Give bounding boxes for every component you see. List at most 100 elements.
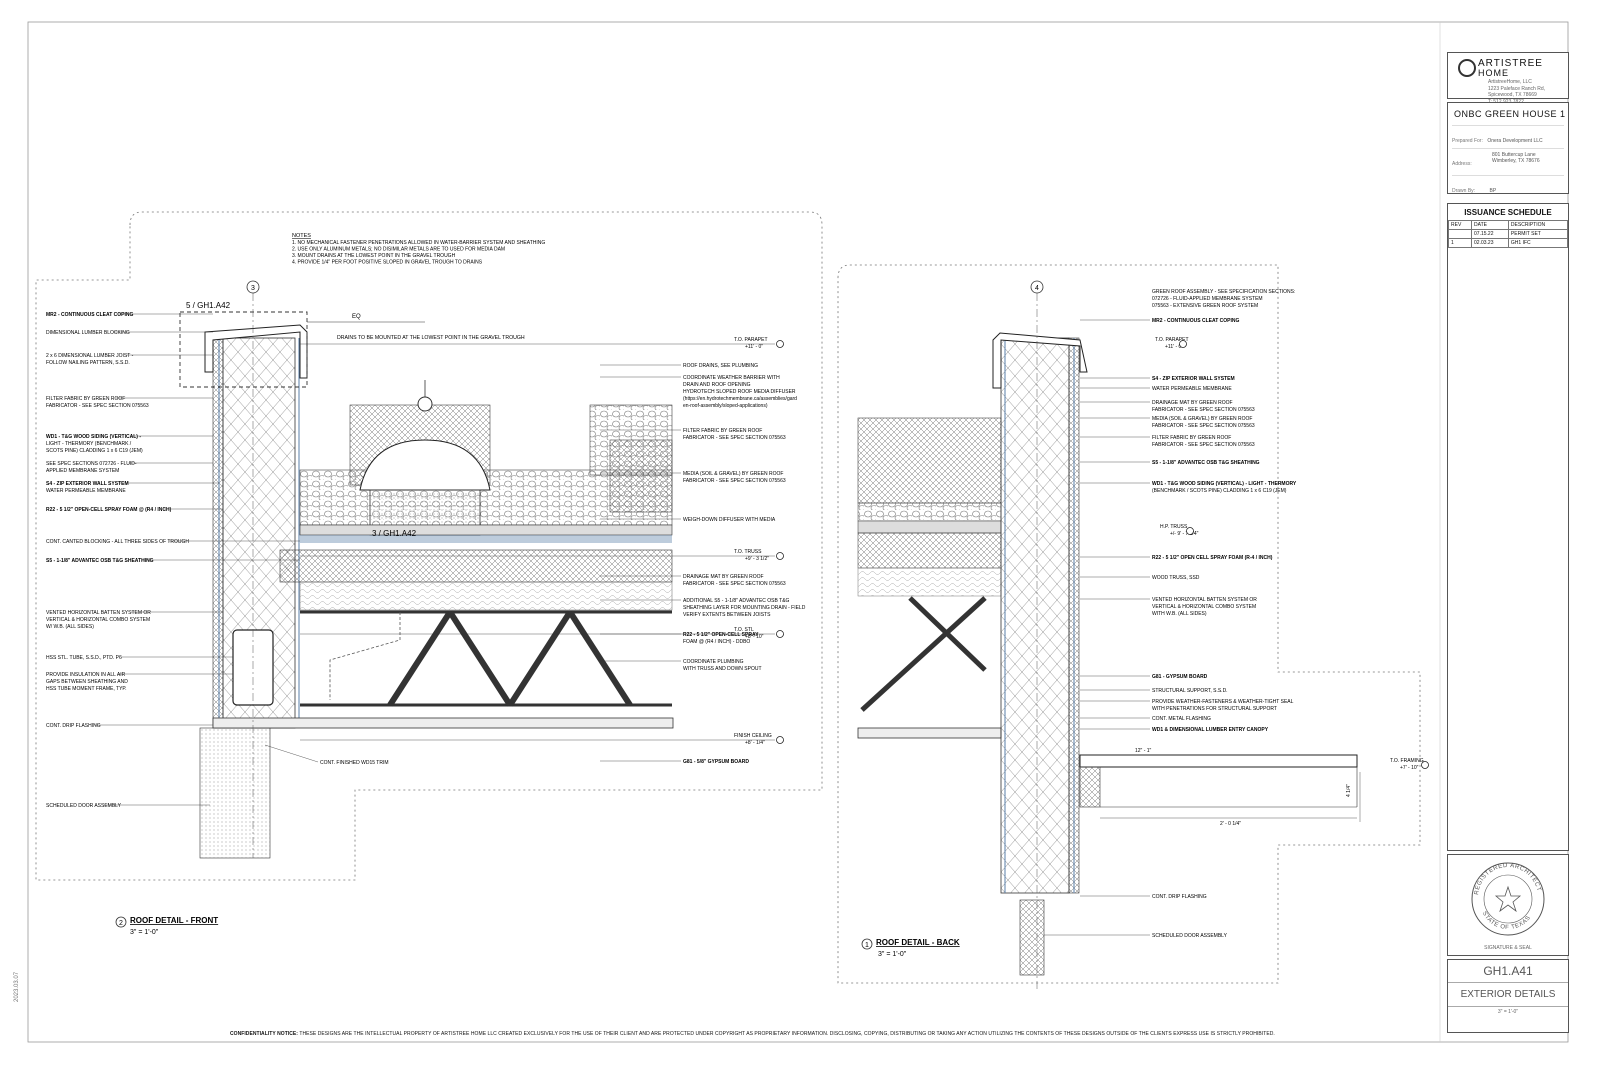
elevation-value: +11' - 0"	[1165, 344, 1183, 350]
front-diffuser	[609, 439, 673, 513]
label-item: VENTED HORIZONTAL BATTEN SYSTEM OR	[46, 610, 151, 616]
front-door-frame	[199, 727, 271, 859]
front-wall-cladding	[212, 337, 224, 729]
front-roof-drain	[359, 439, 491, 491]
sheet-number-block: GH1.A41 EXTERIOR DETAILS 3" = 1'-0"	[1447, 959, 1569, 1033]
svg-text:2' - 0 1/4": 2' - 0 1/4"	[1220, 821, 1241, 827]
back-gypsum-ceiling	[857, 727, 1002, 739]
elevation-name: T.O. PARAPET	[1155, 337, 1189, 343]
label-item: FILTER FABRIC BY GREEN ROOF	[683, 428, 762, 434]
label-item: SCOTS PINE) CLADDING 1 x 6 C19 (JEM)	[46, 448, 143, 454]
issuance-title: ISSUANCE SCHEDULE	[1464, 208, 1552, 217]
label-item: FILTER FABRIC BY GREEN ROOF	[1152, 435, 1231, 441]
svg-text:CONT. DRIP FLASHING: CONT. DRIP FLASHING	[1152, 894, 1207, 900]
svg-text:3" = 1'-0": 3" = 1'-0"	[130, 929, 159, 936]
label-item: FOAM @ (R4 / INCH) - DDBO	[683, 639, 750, 645]
back-elevations: T.O. PARAPET+11' - 0"H.P. TRUSS+/- 9' - …	[1155, 337, 1429, 771]
note-item: 2. USE ONLY ALUMINUM METALS; NO DISIMILA…	[292, 247, 505, 253]
detail-front-cloud	[35, 211, 823, 881]
svg-text:REGISTERED ARCHITECT: REGISTERED ARCHITECT	[1474, 863, 1541, 895]
detail-back-cloud	[837, 264, 1421, 984]
label-item: WEIGH-DOWN DIFFUSER WITH MEDIA	[683, 517, 776, 523]
elevation-name: T.O. TRUSS	[734, 549, 762, 555]
label-item: WITH TRUSS AND DOWN SPOUT	[683, 666, 762, 672]
label-item: CONT. METAL FLASHING	[1152, 716, 1211, 722]
title-block-project: ONBC GREEN HOUSE 1 Prepared For: Onera D…	[1447, 102, 1569, 194]
back-truss	[860, 596, 987, 712]
label-item: APPLIED MEMBRANE SYSTEM	[46, 468, 119, 474]
elevation-value: +/- 9' - 7 1/4"	[1170, 531, 1199, 537]
front-callout-box	[179, 311, 308, 388]
elevation-value: +9' - 3 1/2"	[745, 556, 769, 562]
label-item: GREEN ROOF ASSEMBLY - SEE SPECIFICATION …	[1152, 289, 1295, 295]
svg-text:SCHEDULED DOOR ASSEMBLY: SCHEDULED DOOR ASSEMBLY	[1152, 933, 1228, 939]
label-item: HYDROTECH SLOPED ROOF MEDIA DIFFUSER	[683, 389, 796, 395]
elevation-marker-icon	[776, 340, 784, 348]
elevation-name: FINISH CEILING	[734, 733, 772, 739]
label-item: (https://en.hydrotechmembrane.ca/assembl…	[683, 396, 797, 402]
back-green-roof	[857, 417, 1002, 504]
label-item: WATER PERMEABLE MEMBRANE	[46, 488, 126, 494]
label-item: WD1 - T&G WOOD SIDING (VERTICAL) - LIGHT…	[1152, 481, 1297, 487]
roof-detail-back: 12" - 1" 2' - 0 1/4" 4 1/4" 4 GREEN ROOF…	[837, 264, 1429, 990]
elevation-name: T.O. STL	[734, 627, 754, 633]
svg-text:1: 1	[865, 942, 869, 949]
elevation-marker-icon	[1421, 761, 1429, 769]
label-item: ADDITIONAL S5 - 1-1/8" ADVANTEC OSB T&G	[683, 598, 790, 604]
front-gypsum-ceiling	[212, 717, 674, 729]
notes-title: NOTES	[292, 233, 311, 239]
front-coping	[204, 324, 308, 379]
label-item: COORDINATE PLUMBING	[683, 659, 744, 665]
label-item: VERIFY EXTENTS BETWEEN JOISTS	[683, 612, 771, 618]
firm-name-line2: HOME	[1478, 68, 1509, 78]
front-drain-callout: 3 / GH1.A42	[372, 529, 417, 538]
label-item: FILTER FABRIC BY GREEN ROOF	[46, 396, 125, 402]
label-item: DRAINAGE MAT BY GREEN ROOF	[683, 574, 764, 580]
svg-text:3" = 1'-0": 3" = 1'-0"	[878, 951, 907, 958]
back-right-labels: GREEN ROOF ASSEMBLY - SEE SPECIFICATION …	[1080, 289, 1297, 733]
label-item: W/ W.B. (ALL SIDES)	[46, 624, 94, 630]
label-item: WD1 & DIMENSIONAL LUMBER ENTRY CANOPY	[1152, 727, 1269, 733]
elevation-marker-icon	[776, 736, 784, 744]
label-item: MR2 - CONTINUOUS CLEAT COPING	[46, 312, 134, 318]
note-item: 3. MOUNT DRAINS AT THE LOWEST POINT IN T…	[292, 253, 456, 259]
label-item: HSS TUBE MOMENT FRAME, TYP.	[46, 686, 126, 692]
label-item: PROVIDE INSULATION IN ALL AIR	[46, 672, 126, 678]
label-item: WOOD TRUSS, SSD	[1152, 575, 1200, 581]
prepared-for: Onera Development LLC	[1487, 138, 1543, 144]
note-item: 1. NO MECHANICAL FASTENER PENETRATIONS A…	[292, 240, 545, 246]
label-item: S5 - 1-1/8" ADVANTEC OSB T&G SHEATHING	[46, 558, 154, 564]
label-item: S4 - ZIP EXTERIOR WALL SYSTEM	[46, 481, 129, 487]
elevation-value: +11' - 0"	[745, 344, 763, 350]
elevation-name: T.O. PARAPET	[734, 337, 768, 343]
label-item: R22 - 5 1/2" OPEN CELL SPRAY FOAM (R-4 /…	[1152, 555, 1273, 561]
label-item: S4 - ZIP EXTERIOR WALL SYSTEM	[1152, 376, 1235, 382]
label-item: DRAIN AND ROOF OPENING	[683, 382, 751, 388]
back-door-frame	[1019, 899, 1045, 976]
svg-text:STATE OF TEXAS: STATE OF TEXAS	[1481, 911, 1532, 931]
label-item: G81 - 5/8" GYPSUM BOARD	[683, 759, 749, 765]
label-item: R22 - 5 1/2" OPEN-CELL SPRAY	[683, 632, 759, 638]
roof-detail-front: 3 5 / GH1.A42 3 / GH1.A42 EQ NOTES 1. NO…	[35, 211, 823, 936]
label-item: WITH PENETRATIONS FOR STRUCTURAL SUPPORT	[1152, 706, 1277, 712]
front-detail-title: ROOF DETAIL - FRONT	[130, 916, 218, 925]
label-item: VENTED HORIZONTAL BATTEN SYSTEM OR	[1152, 597, 1257, 603]
svg-text:EQ: EQ	[352, 314, 361, 320]
label-item: MEDIA (SOIL & GRAVEL) BY GREEN ROOF	[683, 471, 784, 477]
confidentiality-notice: CONFIDENTIALITY NOTICE: THESE DESIGNS AR…	[230, 1031, 1275, 1037]
label-item: WITH W.B. (ALL SIDES)	[1152, 611, 1207, 617]
sheet-number: GH1.A41	[1483, 964, 1533, 978]
elevation-marker-icon	[1179, 340, 1187, 348]
label-item: S5 - 1-1/8" ADVANTEC OSB T&G SHEATHING	[1152, 460, 1260, 466]
label-item: CONT. DRIP FLASHING	[46, 723, 101, 729]
label-item: FABRICATOR - SEE SPEC SECTION 075563	[683, 478, 786, 484]
back-coping	[992, 332, 1088, 389]
front-section-callout: 5 / GH1.A42	[186, 301, 231, 310]
label-item: MR2 - CONTINUOUS CLEAT COPING	[1152, 318, 1240, 324]
label-item: STRUCTURAL SUPPORT, S.S.D.	[1152, 688, 1228, 694]
